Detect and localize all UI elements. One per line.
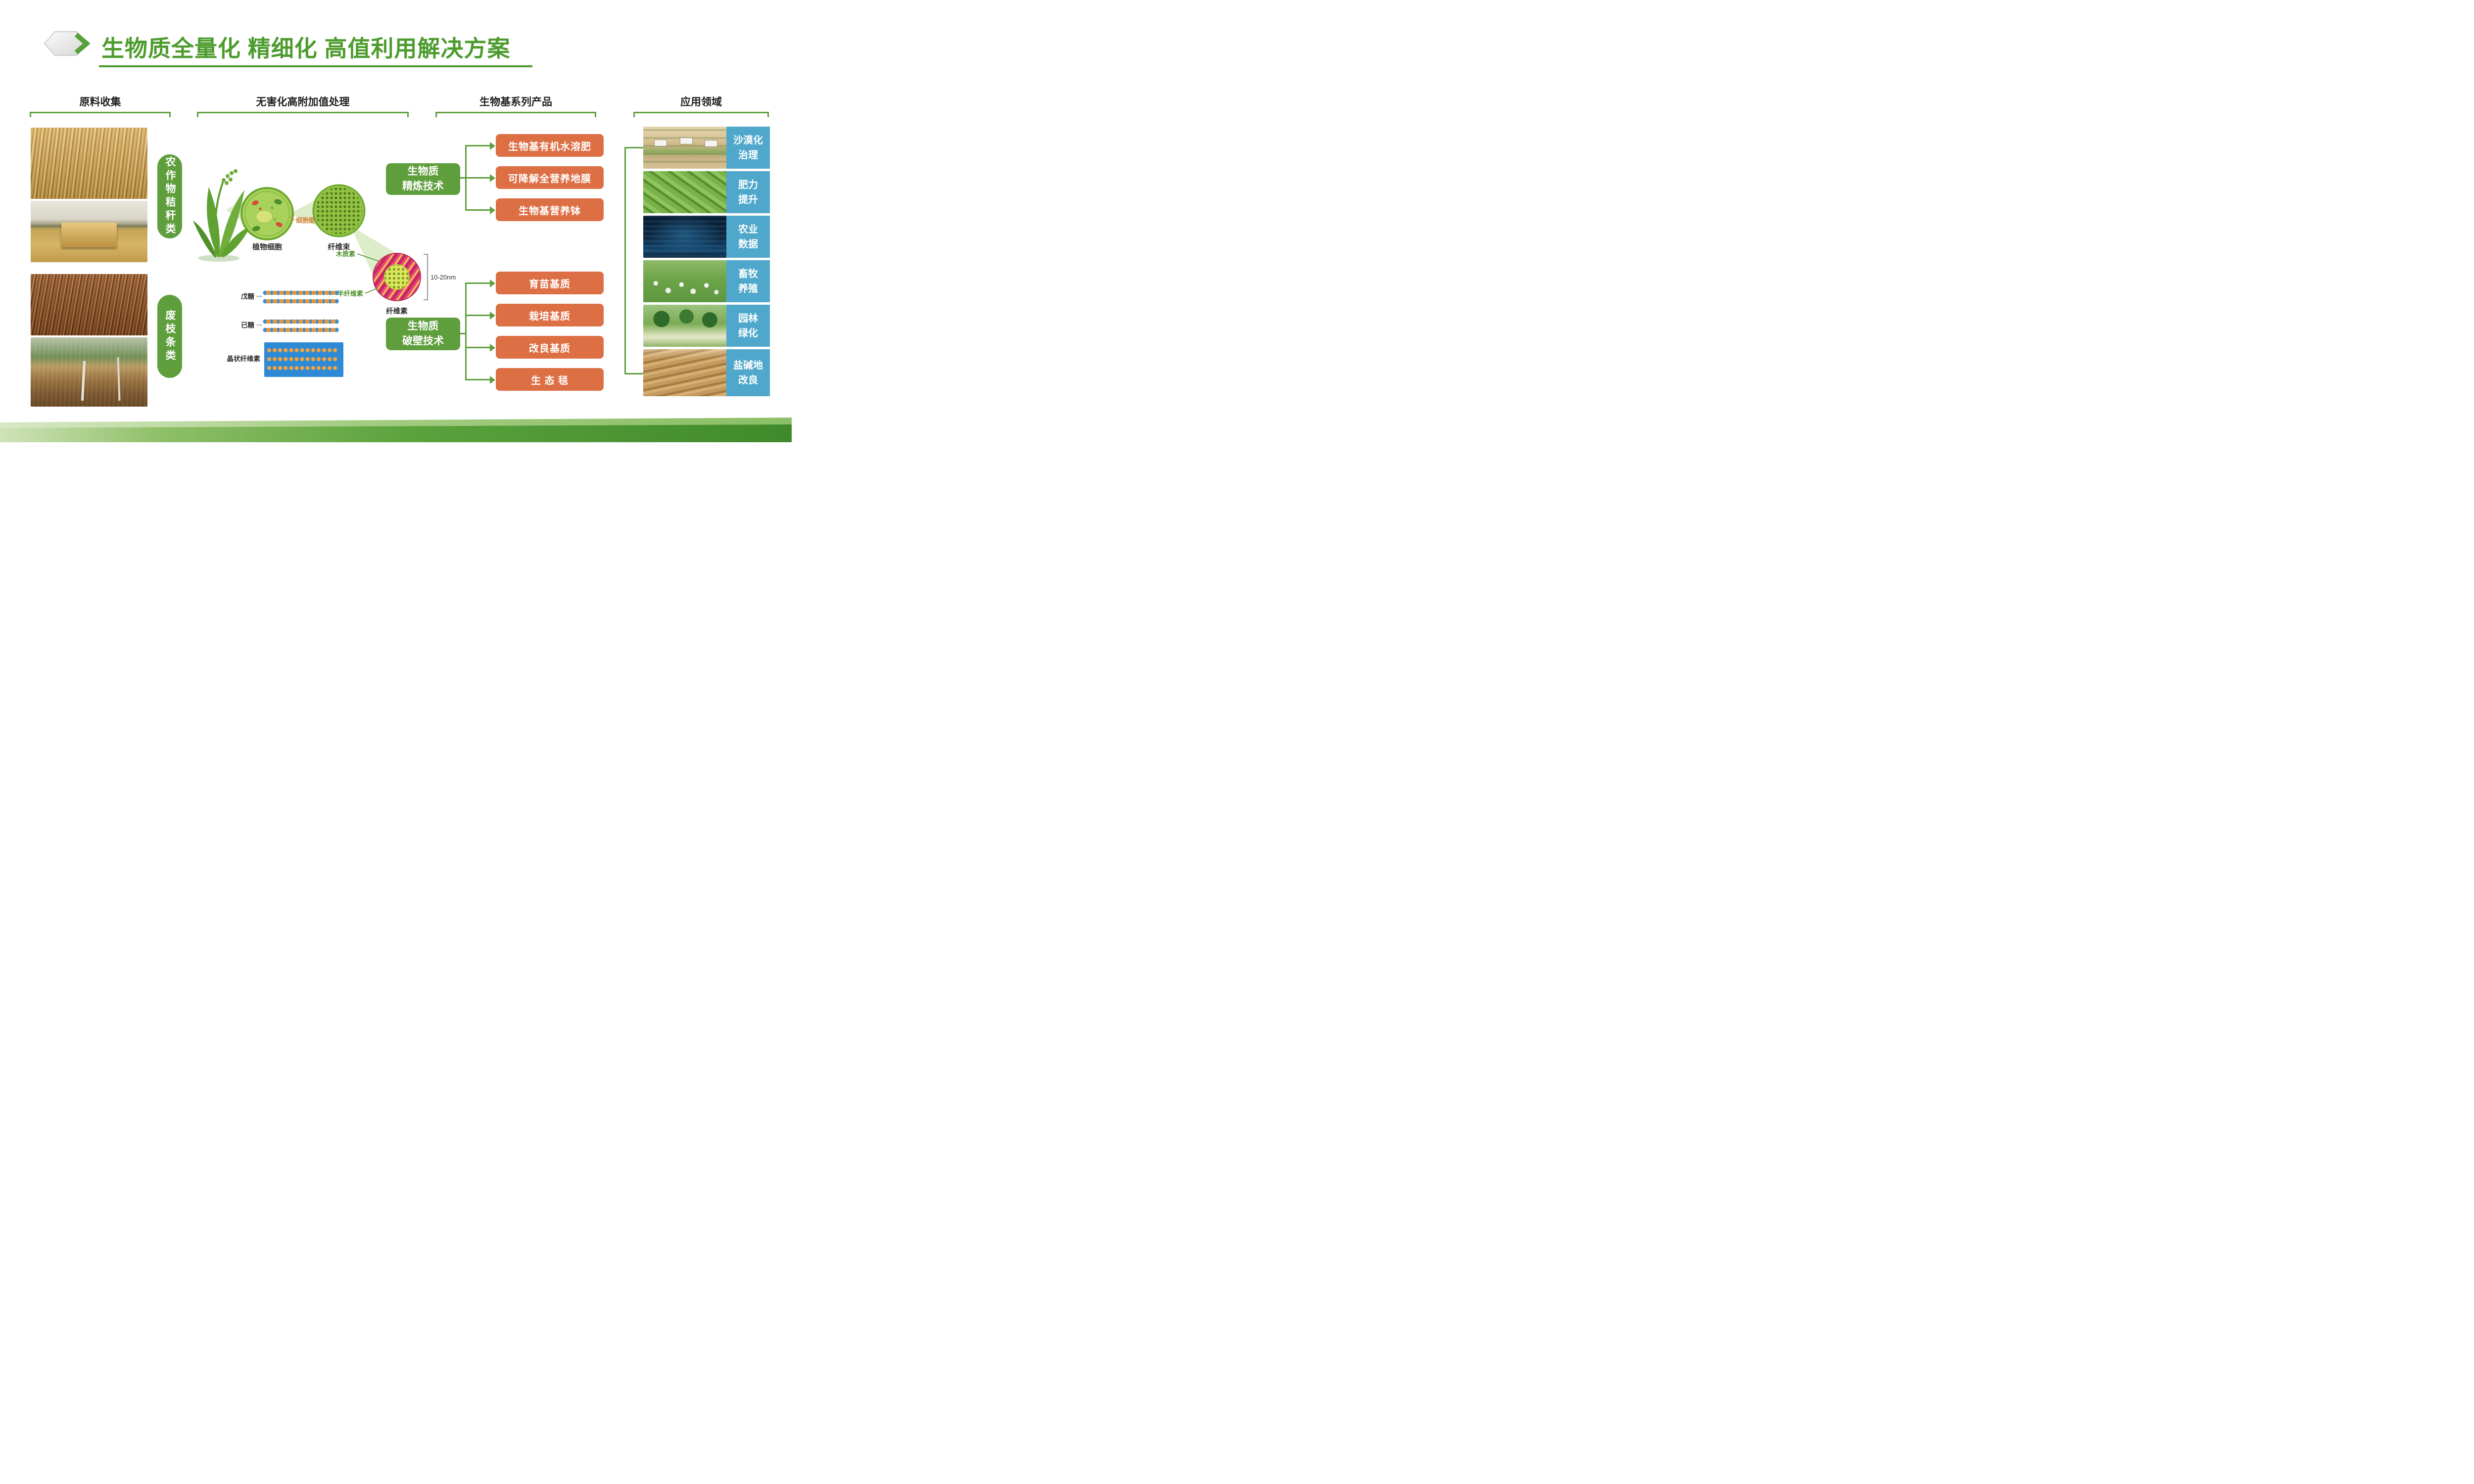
sugar-chain-diagram	[256, 290, 340, 332]
crystalline-cellulose-diagram	[264, 342, 343, 377]
hemicellulose-label: 半纤维素	[337, 290, 363, 297]
photo-waste-branches	[31, 274, 147, 335]
header-raw-material-collection: 原料收集	[79, 96, 121, 108]
product-nutrient-pot: 生物基营养钵	[496, 198, 604, 221]
product-ecological-blanket: 生 态 毯	[496, 368, 604, 391]
field-sign	[680, 138, 693, 144]
page-title: 生物质全量化 精细化 高值利用解决方案	[101, 36, 511, 61]
hexose-label: 已糖	[241, 321, 255, 329]
plant-illustration	[193, 169, 250, 262]
bracket-applications	[633, 112, 769, 117]
photo-agriculture-data	[643, 216, 726, 258]
fiber-bundle-diagram	[312, 184, 366, 237]
footer-ribbon	[0, 424, 792, 442]
bracket-products	[435, 112, 596, 117]
microfibril-diagram	[357, 253, 428, 301]
category-crop-straw: 农作物秸秆类	[157, 154, 182, 238]
lignin-label: 木质素	[335, 250, 355, 258]
application-label-saline-soil: 盐碱地 改良	[726, 349, 770, 396]
connector-arrow	[465, 209, 490, 211]
connector-arrow	[465, 145, 490, 146]
header-processing: 无害化高附加值处理	[256, 96, 350, 108]
hexagon-bullet-icon	[44, 31, 91, 56]
connector-line	[465, 282, 467, 380]
trellis-post	[81, 361, 86, 401]
straw-bale-shape	[61, 223, 117, 247]
photo-livestock-breeding	[643, 260, 726, 302]
application-label-fertility: 肥力 提升	[726, 171, 770, 213]
photo-corn-straw	[31, 128, 147, 199]
application-label-agriculture-data: 农业 数据	[726, 216, 770, 258]
bracket-collection	[30, 112, 171, 117]
connector-line	[460, 333, 466, 334]
product-degradable-mulch-film: 可降解全营养地膜	[496, 166, 604, 189]
product-improvement-substrate: 改良基质	[496, 336, 604, 359]
slide: 生物质全量化 精细化 高值利用解决方案 原料收集 无害化高附加值处理 生物基系列…	[0, 0, 792, 445]
connector-arrow	[465, 347, 490, 348]
header-products: 生物基系列产品	[479, 96, 552, 108]
trellis-post	[117, 357, 121, 401]
diameter-label: 10-20nm	[430, 274, 456, 281]
refining-tech-box: 生物质 精炼技术	[386, 163, 460, 195]
product-seedling-substrate: 育苗基质	[496, 272, 604, 294]
plant-cell-label: 植物细胞	[252, 242, 282, 251]
pentose-label: 戊糖	[241, 292, 255, 300]
cell-wall-label: 细胞壁	[296, 217, 315, 224]
processing-diagram: 细胞壁 植物细胞 纤维束 木质素 半纤维素 纤维素 10-20nm	[193, 169, 456, 377]
cellulose-label: 纤维素	[386, 307, 408, 316]
crystalline-cellulose-label: 晶状纤维素	[227, 355, 261, 363]
bracket-processing	[197, 112, 409, 117]
applications-bracket-line	[624, 147, 626, 374]
wall-breaking-tech-box: 生物质 破壁技术	[386, 318, 460, 350]
field-sign	[705, 140, 717, 147]
product-water-soluble-fertilizer: 生物基有机水溶肥	[496, 134, 604, 157]
connector-arrow	[465, 282, 490, 284]
fiber-bundle-label: 纤维束	[328, 242, 350, 251]
connector-arrow	[460, 177, 490, 179]
header-applications: 应用领域	[680, 96, 722, 108]
photo-fertility-improvement	[643, 171, 726, 213]
plant-cell-diagram	[240, 187, 295, 240]
connector-arrow	[465, 315, 490, 316]
photo-saline-soil	[643, 349, 726, 396]
category-waste-branches: 废枝条类	[157, 295, 182, 378]
photo-orchard-prunings	[31, 337, 147, 407]
title-underline	[99, 65, 532, 67]
application-label-desertification: 沙漠化 治理	[726, 127, 770, 169]
connector-arrow	[465, 379, 490, 380]
applications-bracket-line	[624, 147, 643, 148]
photo-straw-bales	[31, 201, 147, 262]
photo-desertification-control	[643, 127, 726, 169]
application-label-livestock: 畜牧 养殖	[726, 260, 770, 302]
applications-bracket-line	[624, 373, 643, 374]
product-cultivation-substrate: 栽培基质	[496, 304, 604, 326]
application-label-greening: 园林 绿化	[726, 305, 770, 347]
photo-landscape-greening	[643, 305, 726, 347]
field-sign	[654, 139, 667, 146]
